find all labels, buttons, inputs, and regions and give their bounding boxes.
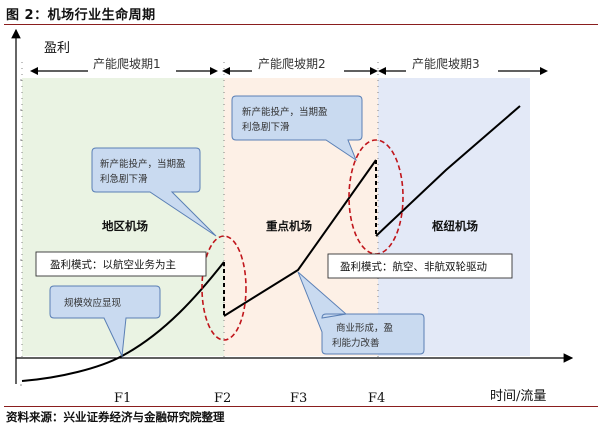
- callout-1-line-1: 新产能投产，当期盈: [100, 158, 186, 170]
- callout-capacity-drop-2: 新产能投产，当期盈 利急剧下滑: [231, 95, 363, 162]
- model-box-regional: [35, 251, 207, 277]
- model-text-hub: 盈利模式：航空、非航双轮驱动: [340, 260, 487, 273]
- source-rule: [4, 406, 598, 407]
- callout-4-line-2: 利能力改善: [332, 337, 380, 349]
- model-box-hub: [327, 253, 513, 279]
- profit-curve-phase3: [375, 105, 521, 237]
- model-text-regional: 盈利模式：以航空业务为主: [50, 258, 176, 271]
- title-rule: [4, 24, 598, 25]
- callout-2-line-1: 新产能投产，当期盈: [242, 106, 328, 118]
- drop-highlight-f2: [201, 235, 247, 341]
- source-note: 资料来源：兴业证券经济与金融研究院整理: [6, 410, 225, 424]
- figure-title: 图 2：机场行业生命周期: [6, 8, 156, 23]
- y-axis-ticks: [20, 79, 22, 386]
- zone-label-regional: 地区机场: [102, 219, 148, 233]
- x-tick-f4: F4: [368, 391, 385, 406]
- callout-scale-effect: 规模效应显现: [49, 285, 161, 358]
- zone-background-hub: [378, 78, 530, 356]
- x-tick-f3: F3: [290, 391, 307, 406]
- callout-capacity-drop-1: 新产能投产，当期盈 利急剧下滑: [91, 147, 217, 237]
- y-axis-label: 盈利: [44, 41, 70, 56]
- zone-label-hub: 枢纽机场: [432, 219, 478, 233]
- phase-label-3: 产能爬坡期3: [412, 57, 480, 71]
- callout-commerce: 商业形成，盈 利能力改善: [297, 271, 425, 355]
- callout-4-line-1: 商业形成，盈: [336, 322, 394, 334]
- profit-curve-phase2: [223, 159, 377, 317]
- phase-label-1: 产能爬坡期1: [93, 57, 161, 71]
- zone-label-key: 重点机场: [266, 219, 312, 233]
- callout-3-line-1: 规模效应显现: [64, 297, 122, 309]
- x-tick-f1: F1: [114, 391, 131, 406]
- phase-label-2: 产能爬坡期2: [258, 57, 326, 71]
- x-tick-f2: F2: [214, 391, 231, 406]
- callout-1-line-2: 利急剧下滑: [100, 173, 148, 185]
- x-axis-label: 时间/流量: [490, 389, 546, 404]
- callout-2-line-2: 利急剧下滑: [242, 121, 290, 133]
